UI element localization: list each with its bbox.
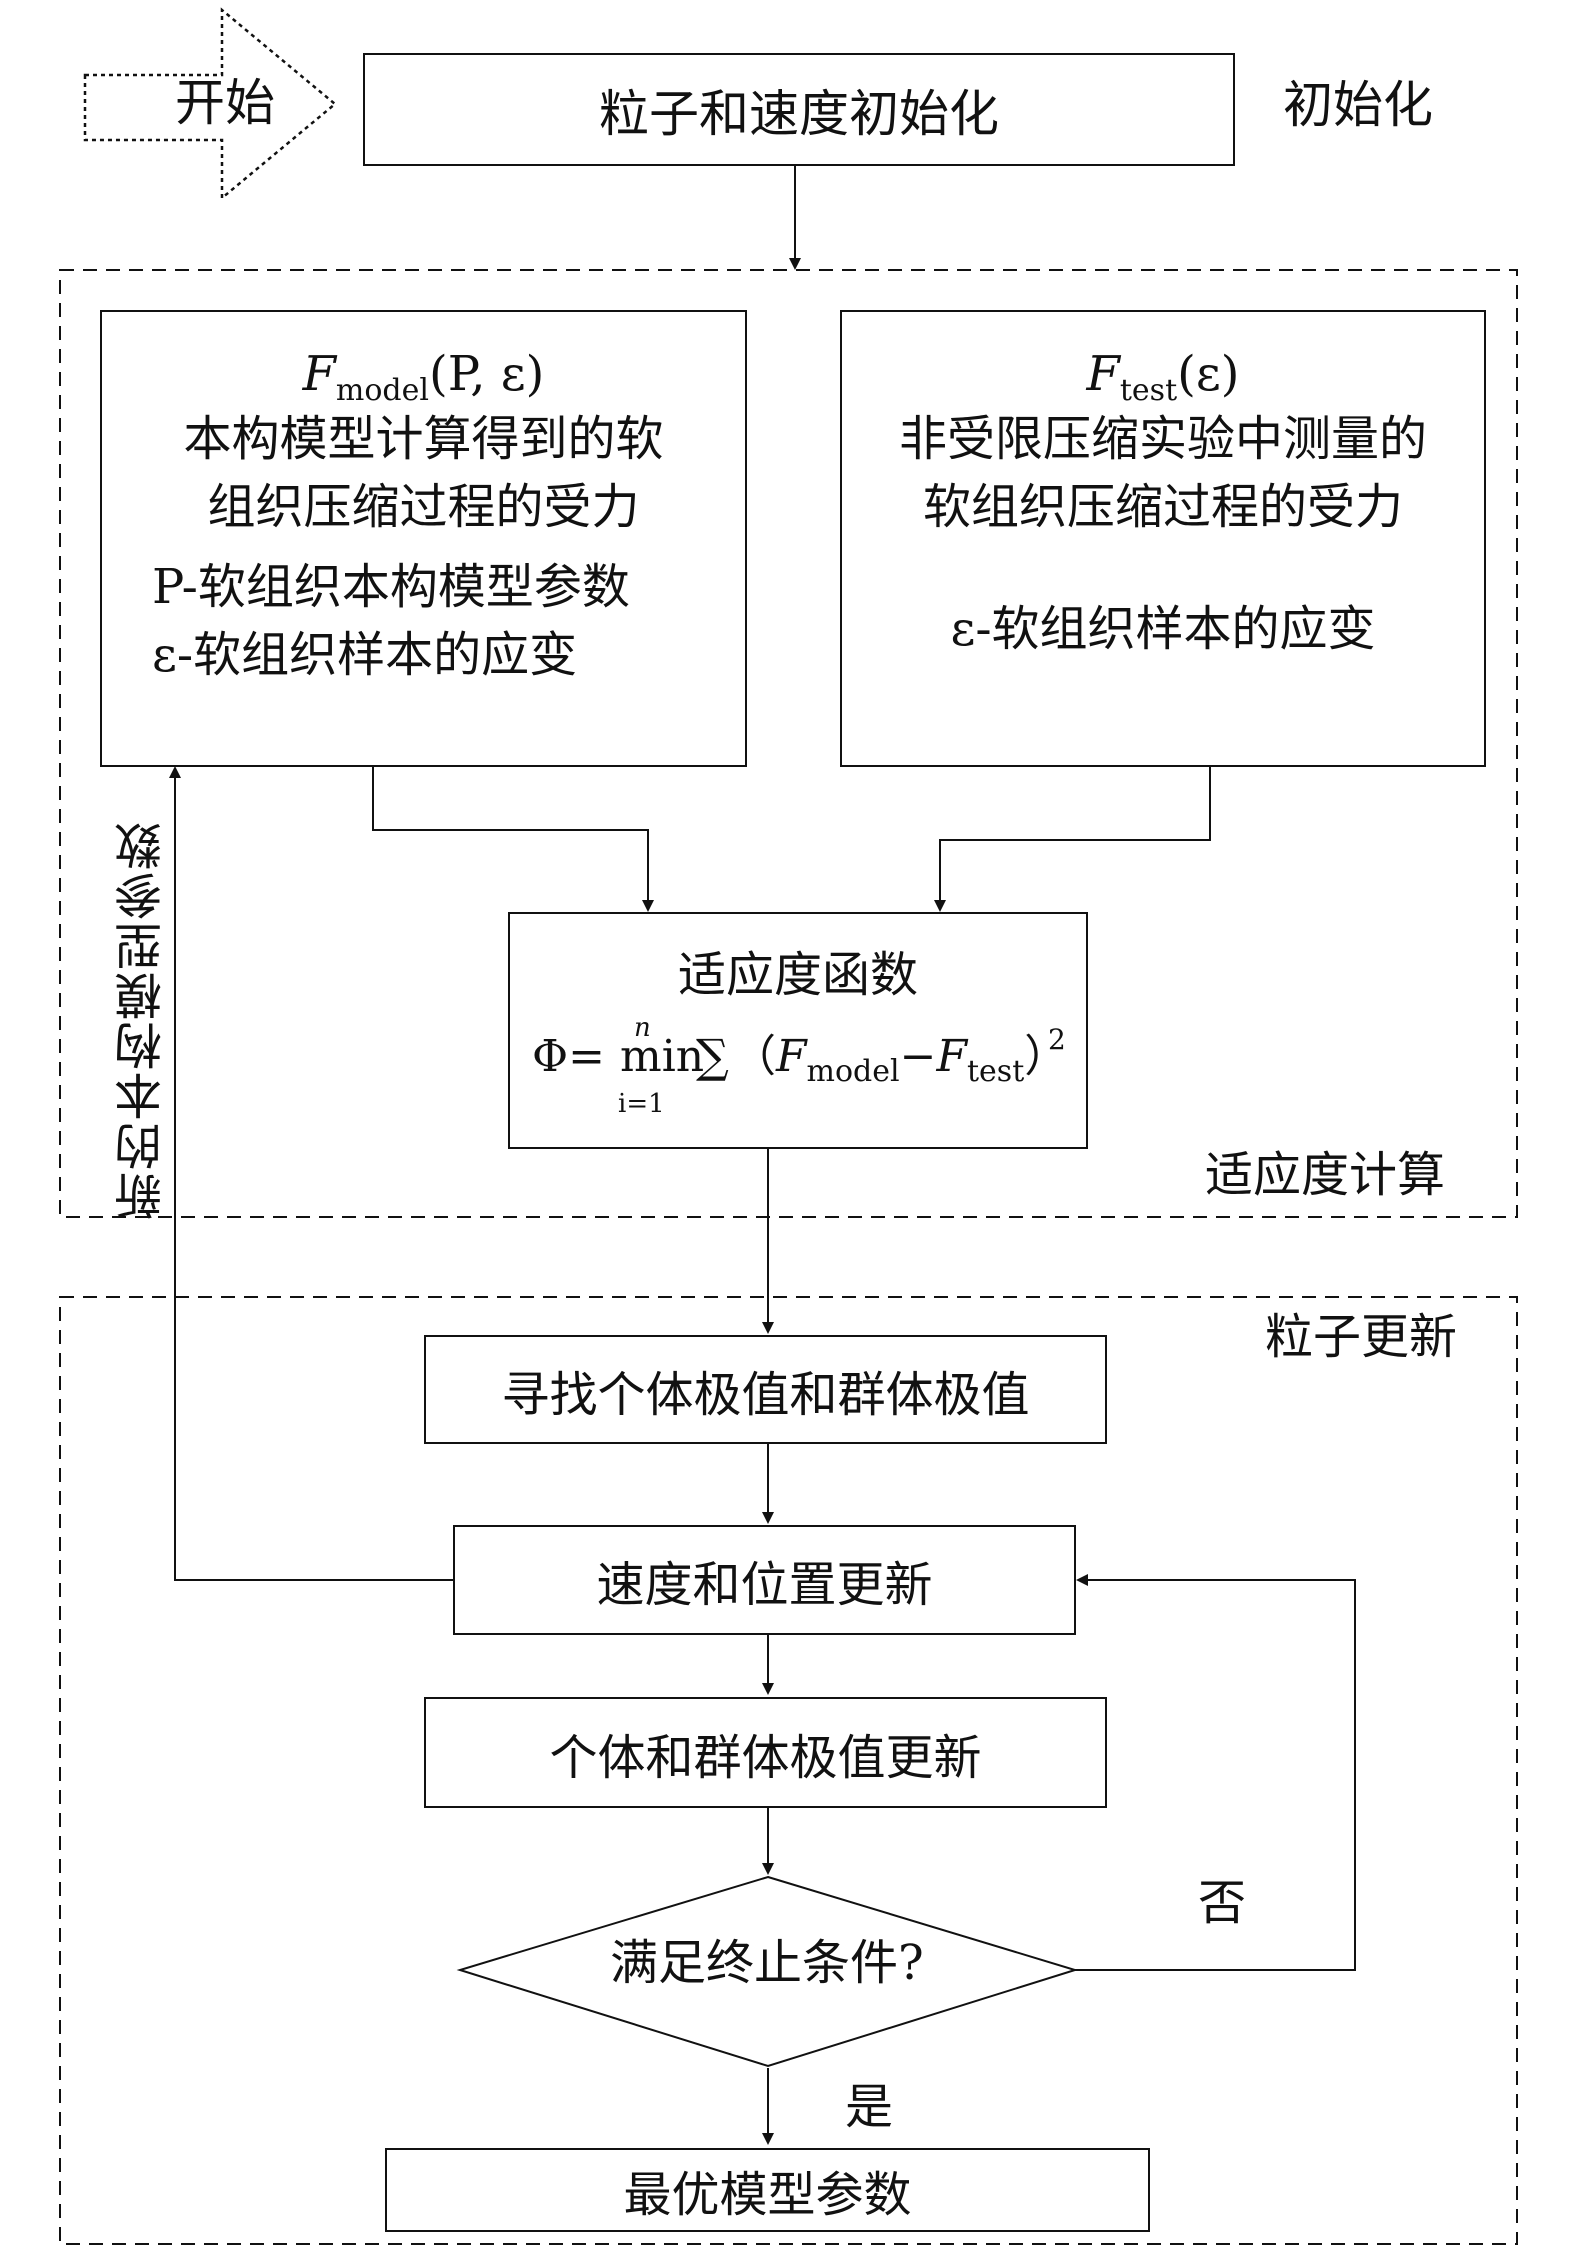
model-line-2: 组织压缩过程的受力 bbox=[207, 479, 640, 535]
arrow-test-to-fitness bbox=[934, 765, 1211, 912]
init-box: 粒子和速度初始化 bbox=[363, 53, 1235, 166]
start-arrow-shape bbox=[83, 7, 337, 201]
result-box: 最优模型参数 bbox=[385, 2148, 1150, 2232]
find-extrema-box: 寻找个体极值和群体极值 bbox=[424, 1335, 1107, 1444]
fitness-upper: n bbox=[634, 1013, 651, 1043]
yes-label: 是 bbox=[845, 2079, 894, 2135]
fitness-expression: （Fmodel−Ftest） bbox=[732, 1031, 1069, 1089]
extrema-update-box: 个体和群体极值更新 bbox=[424, 1697, 1107, 1808]
model-line-3: P-软组织本构模型参数 bbox=[152, 559, 630, 615]
test-line-2: 软组织压缩过程的受力 bbox=[922, 479, 1403, 535]
fitness-min: min bbox=[620, 1031, 705, 1082]
test-box: Ftest(ε) 非受限压缩实验中测量的 软组织压缩过程的受力 ε-软组织样本的… bbox=[840, 310, 1486, 767]
test-line-3: ε-软组织样本的应变 bbox=[950, 601, 1376, 657]
fitness-lower: i=1 bbox=[618, 1089, 665, 1119]
decision-label: 满足终止条件? bbox=[610, 1935, 924, 1991]
model-box: Fmodel(P, ε) 本构模型计算得到的软 组织压缩过程的受力 P-软组织本… bbox=[100, 310, 747, 767]
test-formula: Ftest(ε) bbox=[1086, 346, 1240, 408]
fitness-section-frame bbox=[59, 269, 1518, 1218]
model-line-1: 本构模型计算得到的软 bbox=[183, 411, 664, 467]
fitness-power: 2 bbox=[1048, 1023, 1066, 1056]
model-line-4: ε-软组织样本的应变 bbox=[152, 627, 578, 683]
arrow-model-to-fitness bbox=[372, 765, 654, 912]
extrema-update-label: 个体和群体极值更新 bbox=[549, 1729, 982, 1786]
fitness-box: 适应度函数 Φ= min n i=1 ∑ （Fmodel−Ftest） 2 bbox=[508, 912, 1088, 1149]
fitness-phi: Φ= bbox=[532, 1031, 605, 1082]
fitness-title: 适应度函数 bbox=[677, 947, 918, 1003]
model-formula: Fmodel(P, ε) bbox=[302, 346, 545, 408]
find-extrema-label: 寻找个体极值和群体极值 bbox=[501, 1366, 1030, 1423]
update-section-frame bbox=[59, 1296, 1518, 2245]
arrow-no-loop bbox=[1075, 1574, 1356, 1971]
arrow-feedback bbox=[169, 766, 453, 1581]
update-section-label: 粒子更新 bbox=[1265, 1309, 1458, 1365]
init-side-label: 初始化 bbox=[1283, 76, 1433, 134]
velocity-update-label: 速度和位置更新 bbox=[596, 1557, 933, 1613]
result-label: 最优模型参数 bbox=[623, 2167, 912, 2223]
test-line-1: 非受限压缩实验中测量的 bbox=[898, 411, 1427, 467]
init-box-label: 粒子和速度初始化 bbox=[599, 84, 999, 143]
velocity-update-box: 速度和位置更新 bbox=[453, 1525, 1076, 1635]
fitness-section-label: 适应度计算 bbox=[1205, 1147, 1446, 1203]
decision-diamond bbox=[456, 1875, 1079, 2068]
start-label: 开始 bbox=[175, 74, 275, 132]
feedback-label: 新的本构模型参数 bbox=[115, 820, 171, 1220]
no-label: 否 bbox=[1198, 1875, 1247, 1931]
fitness-sum: ∑ bbox=[696, 1029, 729, 1083]
